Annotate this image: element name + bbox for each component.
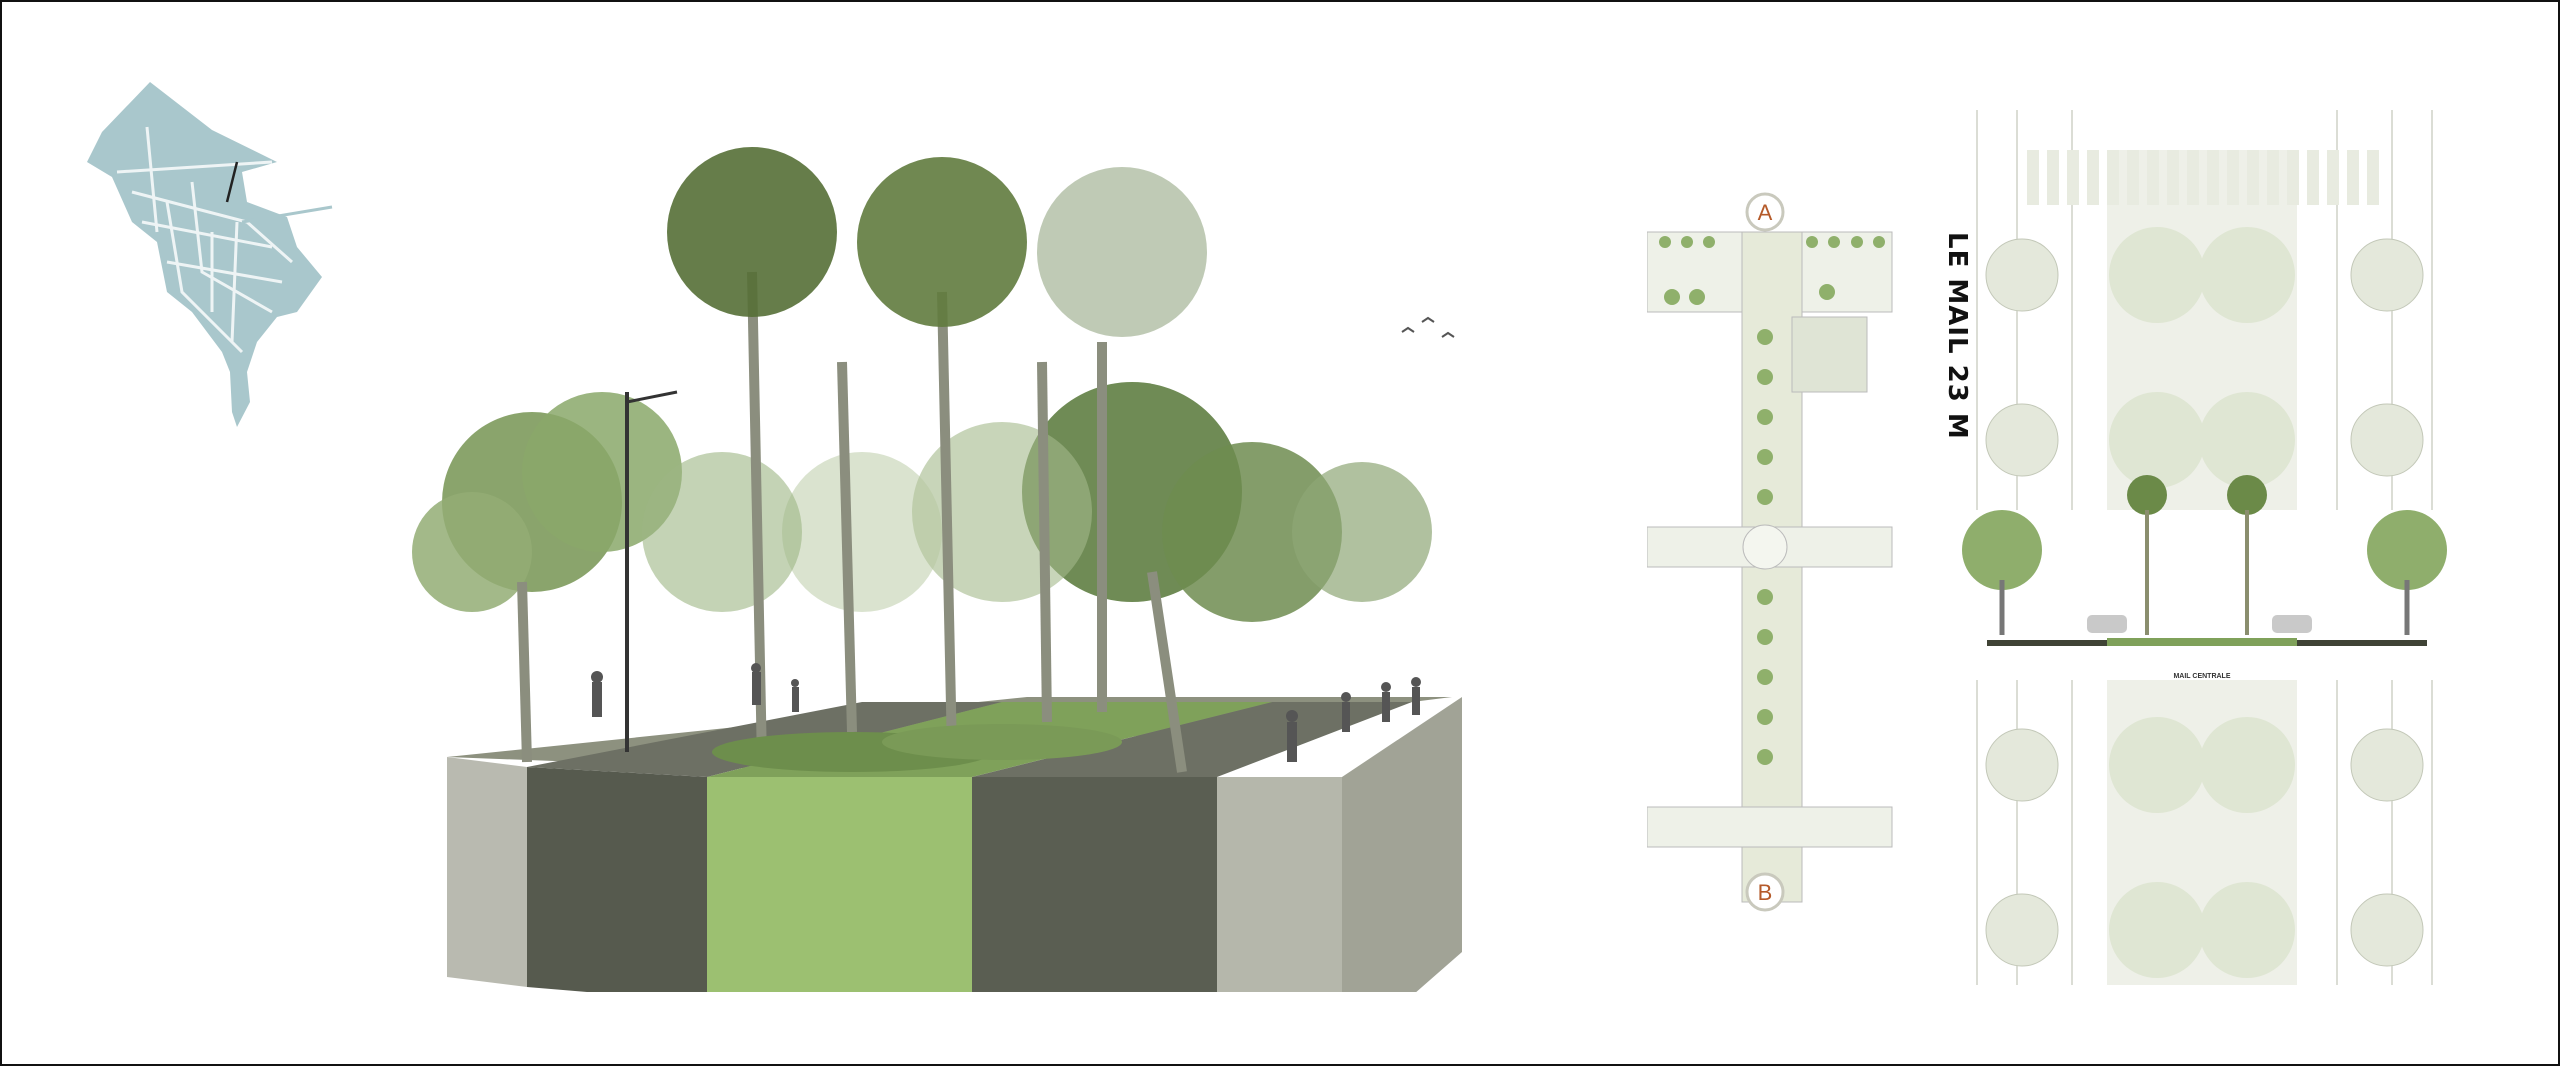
marker-a: A xyxy=(1745,192,1785,232)
ornamental-grasses xyxy=(712,724,1122,772)
green-strip-section xyxy=(707,777,972,992)
marker-b-label: B xyxy=(1758,880,1773,905)
concrete-edge-right xyxy=(1217,777,1342,992)
birds xyxy=(1401,316,1455,338)
map-territory xyxy=(87,82,322,427)
street-plan: MAIL CENTRALE xyxy=(1947,110,2462,985)
pedestrians xyxy=(591,663,1421,762)
section-cars xyxy=(2087,615,2312,633)
marker-a-label: A xyxy=(1758,200,1773,225)
palm-crowns xyxy=(667,147,1207,337)
marker-b: B xyxy=(1745,872,1785,912)
plan-detail: A B xyxy=(1647,192,1893,912)
axonometric-section xyxy=(412,147,1462,992)
section-trees xyxy=(1962,475,2447,635)
soil-layer-right xyxy=(972,777,1217,992)
section-label: MAIL CENTRALE xyxy=(2173,673,2230,680)
side-face xyxy=(1342,697,1462,992)
tree-canopy xyxy=(412,382,1432,622)
street-trees-plan xyxy=(1985,238,2424,967)
concrete-edge-left xyxy=(447,757,527,987)
soil-layer-left xyxy=(527,767,707,992)
crosswalk xyxy=(2027,150,2379,205)
palm-plan xyxy=(2109,227,2295,978)
location-map xyxy=(87,82,333,427)
plan-trees xyxy=(1659,236,1885,765)
map-highlight-mail xyxy=(225,161,239,203)
